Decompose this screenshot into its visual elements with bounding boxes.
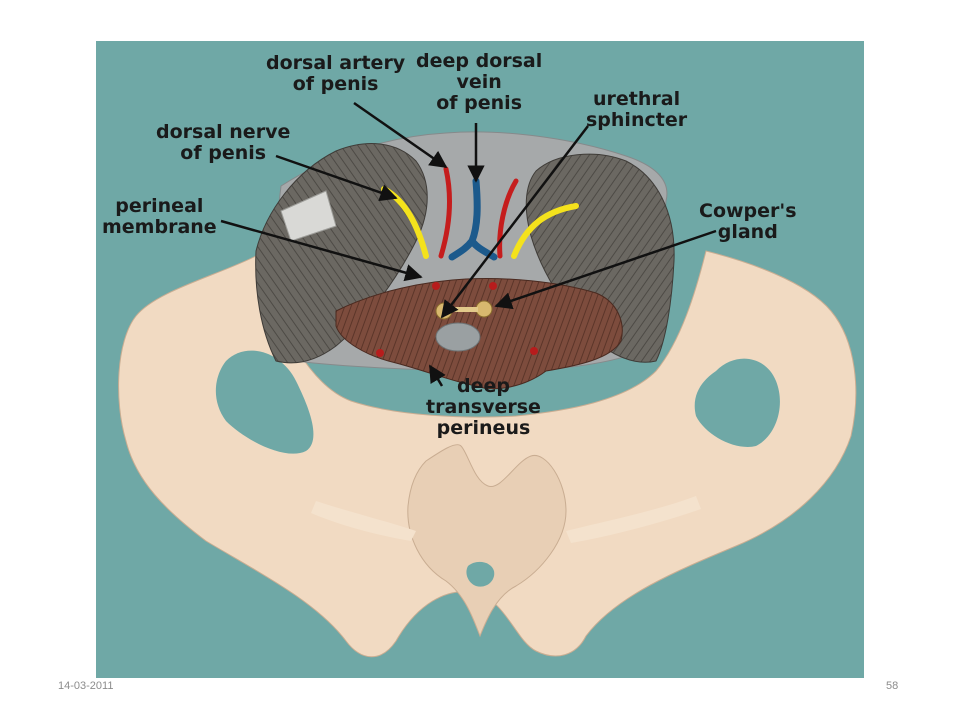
right-dorsal-artery [497,178,519,259]
diagram-illustration [96,41,864,678]
label-deep-dorsal-vein: deep dorsal vein of penis [416,50,543,114]
left-dorsal-artery [438,166,452,259]
urethra-opening [435,322,481,352]
footer-page-number: 58 [886,680,899,692]
right-dorsal-nerve [511,203,579,259]
label-urethral-sphincter: urethral sphincter [586,88,688,131]
pelvic-floor-diagram: dorsal artery of penis deep dorsal vein … [96,41,864,678]
label-perineal-membrane: perineal membrane [102,195,217,238]
left-fascia [280,190,337,242]
label-deep-transverse-perineus: deep transverse perineus [426,375,541,439]
vessel-dot [530,347,538,355]
vessel-dot [489,282,497,290]
pointer-lines [220,101,717,387]
label-dorsal-artery: dorsal artery of penis [266,52,406,95]
footer-date: 14-03-2011 [58,680,114,692]
label-dorsal-nerve: dorsal nerve of penis [156,121,291,164]
deep-dorsal-vein [448,177,498,261]
vessel-dot [432,282,440,290]
vessel-dot [376,349,384,357]
pelvic-bone [118,250,857,658]
label-cowpers-gland: Cowper's gland [699,200,797,243]
